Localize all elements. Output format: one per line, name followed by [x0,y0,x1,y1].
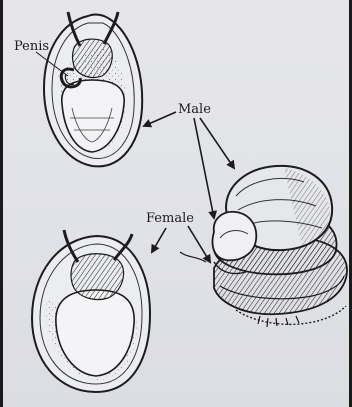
male-shell-ventral [44,12,142,166]
female-label: Female [146,212,194,225]
male-label: Male [178,103,211,116]
snail-stack [213,166,347,327]
female-shell-ventral [32,230,150,392]
penis-label: Penis [14,40,49,53]
